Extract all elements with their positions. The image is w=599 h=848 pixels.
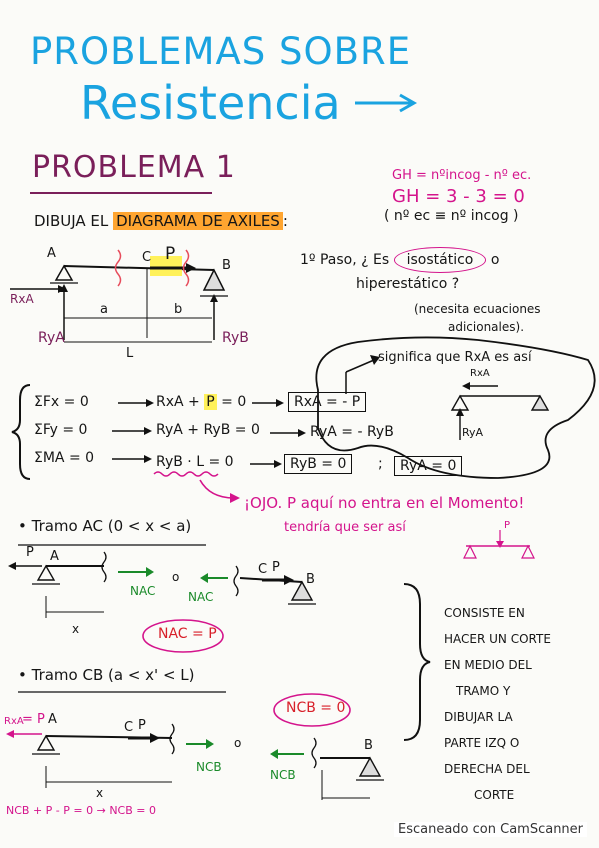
tramo-cb-n2: NCB bbox=[270, 768, 296, 782]
step1-line-4: adicionales). bbox=[448, 320, 525, 334]
tramo-ac-label-p: P bbox=[26, 545, 34, 560]
eq2-rhs: RyA = - RyB bbox=[310, 424, 394, 440]
consiste-line-4: TRAMO Y bbox=[456, 684, 511, 698]
bubble-rxa: RxA bbox=[470, 368, 490, 379]
eq1-rhs: = 0 bbox=[221, 394, 247, 410]
consiste-line-3: EN MEDIO DEL bbox=[444, 658, 532, 672]
tramo-ac-label-a: A bbox=[50, 549, 59, 564]
eq1-lhs: ΣFx = 0 bbox=[34, 394, 89, 410]
step1-line-1: 1º Paso, ¿ Es isostático o bbox=[300, 247, 500, 273]
eq2-lhs: ΣFy = 0 bbox=[34, 422, 88, 438]
tramo-cb-o: o bbox=[234, 736, 242, 750]
prompt-pre: DIBUJA EL bbox=[34, 212, 109, 230]
tramo-cb-label-c: C bbox=[124, 720, 134, 735]
tramo-ac-label-c: C bbox=[258, 562, 268, 577]
beam-label-a: A bbox=[47, 246, 56, 261]
step1-text-b: o bbox=[490, 252, 500, 268]
tramo-cb-eqp: = P bbox=[22, 712, 45, 727]
step1-line-3: (necesita ecuaciones bbox=[414, 302, 541, 316]
tramo-cb-label-p: P bbox=[138, 718, 146, 733]
consiste-line-2: HACER UN CORTE bbox=[444, 632, 551, 646]
ojo-line-1: ¡OJO. P aquí no entra en el Momento! bbox=[244, 494, 525, 512]
tramo-cb-rxa: RxA bbox=[4, 716, 24, 727]
prompt-post: : bbox=[282, 212, 288, 230]
tramo-ac-result: NAC = P bbox=[158, 626, 217, 642]
tramo-cb-bottom-eq: NCB + P - P = 0 → NCB = 0 bbox=[6, 804, 156, 817]
tramo-ac-label-b: B bbox=[306, 572, 315, 587]
gh-line-2: GH = 3 - 3 = 0 bbox=[392, 186, 525, 207]
consiste-note: CONSISTE EN HACER UN CORTE EN MEDIO DEL … bbox=[444, 600, 594, 808]
tramo-cb-label-x: x bbox=[96, 786, 104, 800]
ojo-line-2: tendría que ser así bbox=[284, 520, 406, 535]
gh-line-3: ( nº ec ≡ nº incog ) bbox=[384, 208, 519, 224]
tramo-ac-n2: NAC bbox=[188, 590, 214, 604]
consiste-line-6: PARTE IZQ O bbox=[444, 736, 520, 750]
step1-text-a: 1º Paso, ¿ Es bbox=[300, 252, 390, 268]
title-line-2: Resistencia bbox=[80, 76, 341, 130]
beam-label-rya: RyA bbox=[38, 330, 65, 346]
ojo-label-p: P bbox=[504, 520, 511, 531]
consiste-line-8: CORTE bbox=[474, 788, 515, 802]
tramo-ac-n1: NAC bbox=[130, 584, 156, 598]
tramo-cb-heading: • Tramo CB (a < x' < L) bbox=[18, 666, 195, 684]
step1-line-2: hiperestático ? bbox=[356, 276, 460, 292]
bubble-text: significa que RxA es así bbox=[378, 350, 532, 365]
tramo-ac-label-p2: P bbox=[272, 560, 280, 575]
eq1-mid: RxA + P = 0 bbox=[156, 394, 246, 410]
beam-label-p: P bbox=[165, 244, 176, 264]
tramo-cb-label-a: A bbox=[48, 712, 57, 727]
tramo-cb-n1: NCB bbox=[196, 760, 222, 774]
beam-label-ryb: RyB bbox=[222, 330, 249, 346]
eq2-mid: RyA + RyB = 0 bbox=[156, 422, 260, 438]
bubble-rya: RyA bbox=[462, 426, 484, 439]
beam-label-rxa: RxA bbox=[10, 292, 34, 306]
eq1-mid-text: RxA + bbox=[156, 394, 200, 410]
problem-prompt: DIBUJA EL DIAGRAMA DE AXILES: bbox=[34, 212, 288, 230]
prompt-highlight: DIAGRAMA DE AXILES bbox=[113, 212, 283, 230]
eq1-p-highlight: P bbox=[204, 394, 217, 410]
tramo-ac-heading: • Tramo AC (0 < x < a) bbox=[18, 517, 192, 535]
eq1-result-box: RxA = - P bbox=[288, 392, 367, 412]
tramo-ac-o: o bbox=[172, 570, 180, 584]
tramo-cb-result: NCB = 0 bbox=[286, 700, 346, 716]
eq3-result-box-1: RyB = 0 bbox=[284, 454, 353, 474]
eq3-lhs: ΣMA = 0 bbox=[34, 450, 95, 466]
eq3-separator: ; bbox=[378, 456, 383, 472]
problem-heading: PROBLEMA 1 bbox=[32, 150, 236, 185]
tramo-ac-label-x: x bbox=[72, 622, 80, 636]
eq3-result-box-2: RyA = 0 bbox=[394, 456, 463, 476]
title-line-1: PROBLEMAS SOBRE bbox=[30, 30, 412, 73]
eq3-mid: RyB · L = 0 bbox=[156, 454, 234, 470]
consiste-line-7: DERECHA DEL bbox=[444, 762, 530, 776]
consiste-line-1: CONSISTE EN bbox=[444, 606, 525, 620]
isostatico-circled: isostático bbox=[393, 247, 487, 273]
beam-label-b: B bbox=[222, 258, 231, 273]
gh-line-1: GH = nºincog - nº ec. bbox=[392, 168, 532, 183]
tramo-cb-label-b: B bbox=[364, 738, 373, 753]
beam-label-dim-b: b bbox=[174, 302, 183, 317]
beam-label-c: C bbox=[142, 250, 152, 265]
consiste-line-5: DIBUJAR LA bbox=[444, 710, 513, 724]
beam-label-dim-a: a bbox=[100, 302, 108, 317]
beam-label-dim-l: L bbox=[126, 346, 134, 361]
camscanner-watermark: Escaneado con CamScanner bbox=[394, 822, 588, 837]
